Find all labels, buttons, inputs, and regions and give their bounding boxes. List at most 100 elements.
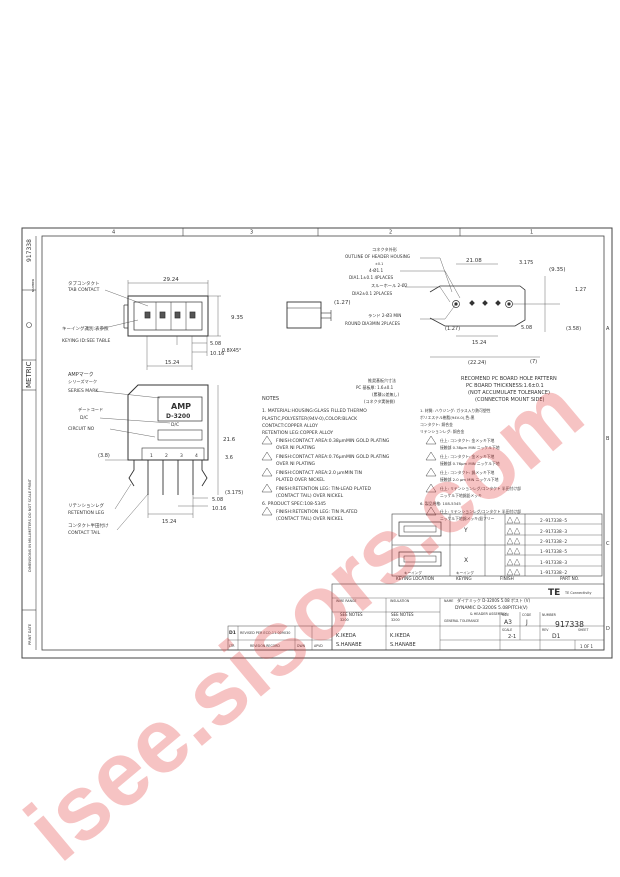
rev-letter: D1 (229, 630, 236, 636)
metric-label: METRIC (25, 361, 33, 388)
doc-no-label: NUMBER (542, 613, 557, 617)
keying-jp-col: キーイング (404, 570, 422, 575)
top-view: タブコンタクト TAB CONTACT キーイング識別:表参照 KEYING I… (62, 277, 244, 370)
scale-label: SCALE (502, 628, 512, 632)
pcb-dim-358: (3.58) (566, 326, 581, 332)
pcb-dim-935: (9.35) (549, 267, 566, 273)
title-2: DYNAMIC D-3200S 5.08PITCH(V) (455, 605, 528, 611)
note-item: 1. MATERIAL:HOUSING:GLASS FILLED THERMO (262, 408, 367, 414)
title-3: & HEADER ASSEMBLY (470, 612, 507, 616)
te-logo: TE (548, 588, 560, 598)
note-item: CONTACT:COPPER ALLOY (262, 423, 318, 429)
col-num-4: 4 (112, 230, 115, 236)
pcb-line2: PC BOARD THICKNESS:1.6±0.1 (466, 383, 544, 389)
side-dim: (1.27) (334, 300, 351, 306)
note-item: FINISH:CONTACT AREA:0.38μmMIN GOLD PLATI… (276, 438, 390, 444)
pcb-line3: (NOT ACCUMULATE TOLERANCE) (468, 390, 550, 396)
circuit-no: CIRCUIT NO (68, 426, 95, 432)
note-item: PLATED OVER NICKEL (276, 477, 325, 483)
note-item: FINISH:CONTACT AREA:0.76μmMIN GOLD PLATI… (276, 454, 390, 460)
contact-tail: CONTACT TAIL (68, 530, 101, 536)
dim-1016: 10.16 (210, 351, 224, 357)
note-jp-item: ニッケル下地錫メッキ/鉛フリー (440, 516, 495, 521)
keying-jp: キーイング識別:表参照 (62, 325, 109, 332)
front-dim-36: 3.6 (225, 455, 233, 461)
note-item: PLASTIC,POLYESTER(94V-0),COLOR:BLACK (262, 416, 358, 422)
notes-header-jp4: (コネクタ実装側) (364, 398, 395, 404)
tab-contact-jp: タブコンタクト (68, 280, 100, 287)
pin-num-3: 3 (180, 453, 183, 459)
note-jp-item: 接触部 0.76μm MIN ニッケル下地 (440, 461, 500, 466)
amp-logo-text: AMP (171, 402, 191, 411)
revision-record-label: REVISION RECORD (250, 644, 280, 648)
dim-width: 29.24 (163, 277, 179, 283)
front-dim-1524: 15.24 (162, 519, 176, 525)
rev-desc: REVISED PER ECO-11-009030 (240, 631, 290, 635)
pcb-dia2: DIA2±0.1 2PLACES (352, 291, 392, 296)
code: J (525, 619, 528, 626)
insulation: INSULATION (390, 599, 410, 603)
note-jp-item: 接触部 0.38μm MIN ニッケル下地 (440, 445, 500, 450)
row-letter-c: C (606, 541, 610, 547)
part-no-row: 2-917338-3 (540, 529, 567, 535)
col-keying: KEYING (456, 576, 472, 581)
row-letter-b: B (606, 436, 610, 442)
note-item: OVER NI PLATING (276, 445, 316, 451)
col-num-3: 3 (250, 230, 253, 236)
rev: D1 (552, 633, 561, 640)
pcb-round: ROUND DIA3MIN 2PLACES (345, 321, 400, 326)
notes-block: 推奨基板穴寸法 PC 基板厚: 1.6±0.1 (累積公差無し) (コネクタ実装… (261, 377, 521, 522)
pcb-outline: OUTLINE OF HEADER HOUSING (345, 254, 410, 259)
pcb-dim-7: (7) (530, 359, 537, 365)
checked-by: K.IKEDA (390, 633, 411, 639)
pcb-title: RECOMEND PC BOARD HOLE PATTERN (461, 376, 557, 382)
pcb-dim-508: 5.08 (521, 325, 532, 331)
row-letter-d: D (606, 626, 610, 632)
note-jp-item: 仕上: リテンションレグ/コンタクト 半田付け部 (440, 509, 521, 514)
scale: 2-1 (508, 634, 516, 640)
note-item: (CONTACT TAIL) OVER NICKEL (276, 516, 344, 522)
note-item: (CONTACT TAIL) OVER NICKEL (276, 493, 344, 499)
size-label: SIZE (502, 613, 509, 617)
note-item: 6. PRODUCT SPEC:108-5345 (262, 501, 326, 507)
note-jp-item: コンタクト: 銅合金 (420, 422, 453, 427)
tab-contact-label: TAB CONTACT (67, 287, 100, 293)
dwn-label: DWN (297, 644, 306, 648)
part-no-row: 2-917338-5 (540, 518, 567, 524)
code-label: CODE (522, 613, 531, 617)
size: A3 (504, 619, 512, 626)
retention-leg: RETENTION LEG (68, 510, 105, 516)
note-jp-item: ニッケル下地錫鉛メッキ (440, 493, 482, 498)
part-no-row: 1-917338-3 (540, 560, 567, 566)
col-keying-location: KEYING LOCATION (396, 576, 434, 581)
key-y: Y (463, 527, 468, 534)
pcb-line4: (CONNECTOR MOUNT SIDE) (475, 397, 545, 403)
dc-box: D/C (171, 422, 179, 428)
pcb-dim-127p: (1.27) (445, 326, 460, 332)
approved-by: S.HANABE (336, 642, 362, 648)
name-label: NAME (444, 599, 453, 603)
keying-table: Y X 2-917338-5 2-917338-3 2-917338-2 1-9… (391, 513, 603, 581)
col-num-1: 1 (530, 230, 533, 236)
front-dim-1016: 10.16 (212, 506, 226, 512)
notes-header-jp3: (累積公差無し) (372, 391, 400, 397)
note-item: RETENTION LEG:COPPER ALLOY (262, 430, 333, 436)
drawing-number: 917338 (555, 620, 584, 629)
drawn-by: K.IKEDA (336, 633, 357, 639)
wire-range: WIRE RANGE (336, 599, 356, 603)
front-dim-216: 21.6 (223, 437, 236, 443)
sheet: 1 OF 1 (580, 644, 594, 649)
pin-num-1: 1 (150, 453, 153, 459)
keying-jp-col2: キーイング (456, 570, 474, 575)
pcb-dim-2108: 21.08 (466, 258, 482, 264)
sheet-label: SHEET (578, 628, 588, 632)
keying-label: KEYING ID:SEE TABLE (62, 338, 111, 344)
num-3200: 3200 (340, 618, 349, 622)
general-tol: GENERAL TOLERANCE (444, 619, 479, 623)
amp-mark-jp: AMPマーク (68, 372, 94, 378)
note-item: FINISH:RETENTION LEG: TIN-LEAD PLATED (276, 486, 372, 492)
outer-frame (21, 227, 613, 659)
col-num-2: 2 (389, 230, 392, 236)
num-3200b: 3200 (391, 618, 400, 622)
pcb-land-jp: ランド 2-Ø3 MIN (368, 313, 401, 319)
